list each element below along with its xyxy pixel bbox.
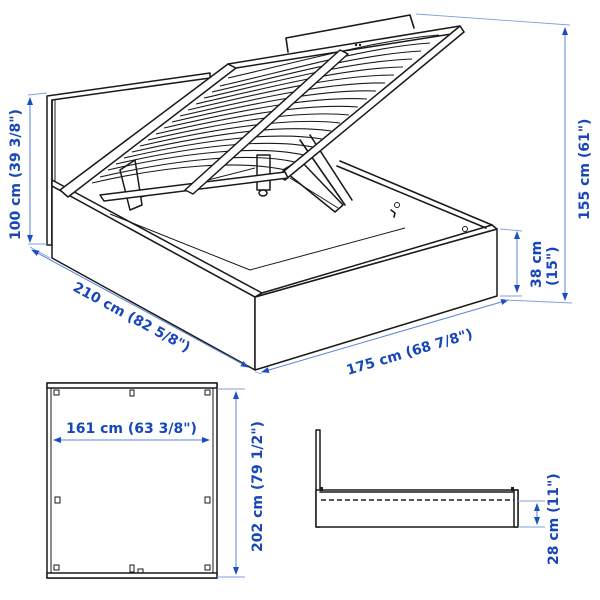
left-lift-arm — [119, 159, 143, 211]
lift-handle — [285, 14, 415, 53]
dim-frame-height: 38 cm (15") — [499, 228, 561, 297]
dim-headboard-height: 100 cm (39 3/8") — [8, 92, 48, 245]
top-view-brackets — [53, 389, 211, 574]
inner-length-label: 202 cm (79 1/2") — [250, 421, 266, 552]
frame-height-inches-label: (15") — [545, 246, 561, 286]
dim-inner-length: 202 cm (79 1/2") — [217, 388, 266, 578]
total-height-label: 155 cm (61") — [577, 119, 593, 220]
top-view-drawing — [46, 382, 218, 579]
storage-depth-label: 28 cm (11") — [546, 473, 562, 565]
dim-total-height: 155 cm (61") — [415, 13, 593, 304]
frame-height-label: 38 cm — [529, 241, 545, 288]
headboard-height-label: 100 cm (39 3/8") — [8, 109, 24, 240]
side-view-drawing — [315, 429, 519, 528]
dim-inner-width: 161 cm (63 3/8") — [53, 421, 210, 443]
slatted-base-raised — [59, 14, 465, 202]
inner-width-label: 161 cm (63 3/8") — [66, 421, 197, 437]
dim-storage-depth: 28 cm (11") — [518, 473, 562, 565]
